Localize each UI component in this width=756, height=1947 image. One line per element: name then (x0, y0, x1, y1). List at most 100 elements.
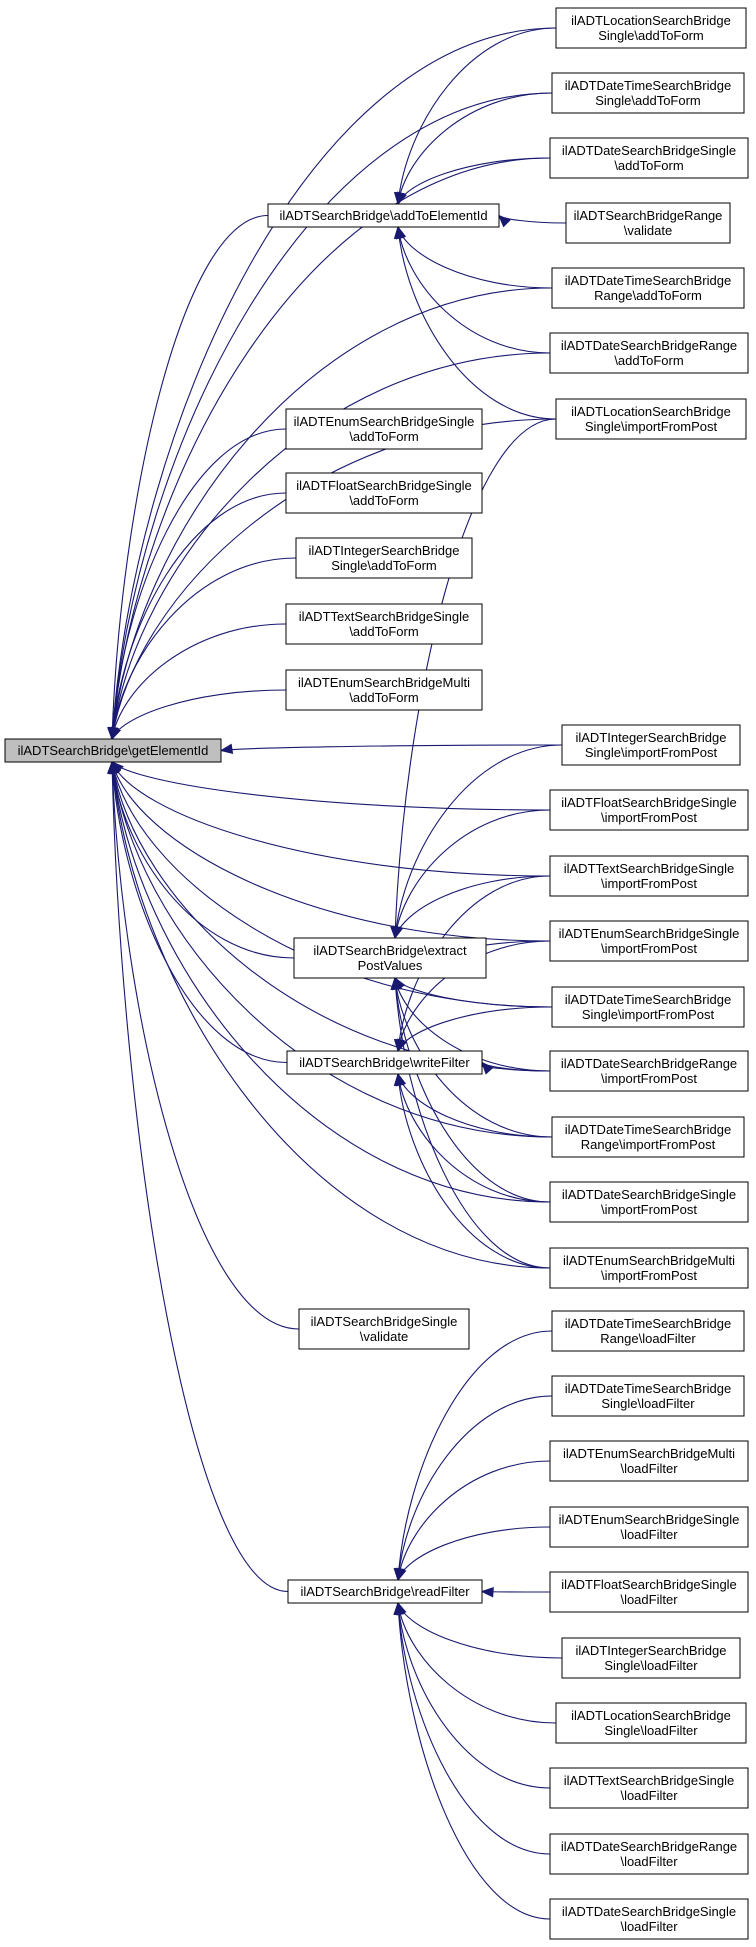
edge-dtRangeImport-to-getElementId (111, 761, 553, 1138)
node-box (549, 789, 749, 831)
node-dtSingleAdd[interactable]: ilADTDateTimeSearchBridgeSingle\addToFor… (551, 72, 745, 114)
node-addToElementId[interactable]: ilADTSearchBridge\addToElementId (267, 203, 500, 228)
node-dSingleLoad[interactable]: ilADTDateSearchBridgeSingle\loadFilter (549, 1898, 749, 1940)
graph-edges (107, 27, 567, 1920)
node-box (549, 137, 749, 179)
node-label: ilADTSearchBridge\readFilter (300, 1584, 470, 1599)
edge-textSingleImport-to-extractPostValues (394, 875, 551, 939)
node-textSingleImport[interactable]: ilADTTextSearchBridgeSingle\importFromPo… (549, 855, 749, 897)
node-box (549, 1833, 749, 1875)
node-label: ilADTDateSearchBridgeRange (561, 1056, 737, 1071)
edge-integerSingleAdd-to-getElementId (111, 557, 297, 740)
node-dtRangeLoad[interactable]: ilADTDateTimeSearchBridgeRange\loadFilte… (551, 1310, 745, 1352)
edge-dSingleLoad-to-readFilter (397, 1602, 551, 1920)
node-label: \addToForm (349, 690, 418, 705)
node-readFilter[interactable]: ilADTSearchBridge\readFilter (287, 1579, 483, 1604)
node-label: \importFromPost (601, 1071, 697, 1086)
node-box (555, 398, 747, 440)
node-textSingleAdd[interactable]: ilADTTextSearchBridgeSingle\addToForm (285, 603, 483, 645)
edge-textSingleAdd-to-getElementId (111, 623, 287, 740)
node-locSingleLoad[interactable]: ilADTLocationSearchBridgeSingle\loadFilt… (555, 1702, 747, 1744)
node-label: Single\addToForm (598, 28, 704, 43)
node-writeFilter[interactable]: ilADTSearchBridge\writeFilter (286, 1050, 483, 1075)
node-enumSingleImport[interactable]: ilADTEnumSearchBridgeSingle\importFromPo… (549, 920, 749, 962)
node-label: \addToForm (349, 493, 418, 508)
node-label: ilADTIntegerSearchBridge (575, 1643, 726, 1658)
edge-floatSingleImport-to-extractPostValues (394, 809, 551, 939)
node-label: \importFromPost (601, 941, 697, 956)
node-enumSingleLoad[interactable]: ilADTEnumSearchBridgeSingle\loadFilter (549, 1506, 749, 1548)
node-box (549, 1247, 749, 1289)
node-dRangeLoad[interactable]: ilADTDateSearchBridgeRange\loadFilter (549, 1833, 749, 1875)
node-rangeValidate[interactable]: ilADTSearchBridgeRange\validate (565, 202, 731, 244)
node-dtRangeImport[interactable]: ilADTDateTimeSearchBridgeRange\importFro… (551, 1116, 745, 1158)
node-dtSingleLoad[interactable]: ilADTDateTimeSearchBridgeSingle\loadFilt… (551, 1375, 745, 1417)
node-box (549, 1571, 749, 1613)
node-box (551, 267, 745, 309)
edge-readFilter-to-getElementId (111, 761, 289, 1593)
node-dRangeAdd[interactable]: ilADTDateSearchBridgeRange\addToForm (549, 332, 749, 374)
node-enumMultiAdd[interactable]: ilADTEnumSearchBridgeMulti\addToForm (285, 669, 483, 711)
edge-dRangeImport-to-getElementId (111, 761, 551, 1072)
edge-textSingleLoad-to-readFilter (397, 1602, 551, 1789)
node-textSingleLoad[interactable]: ilADTTextSearchBridgeSingle\loadFilter (549, 1767, 749, 1809)
node-label: ilADTLocationSearchBridge (571, 1708, 731, 1723)
node-label: ilADTIntegerSearchBridge (308, 543, 459, 558)
node-label: \addToForm (614, 158, 683, 173)
node-enumSingleAdd[interactable]: ilADTEnumSearchBridgeSingle\addToForm (285, 408, 483, 450)
node-dtSingleImport[interactable]: ilADTDateTimeSearchBridgeSingle\importFr… (551, 986, 745, 1028)
node-label: ilADTDateTimeSearchBridge (565, 1316, 731, 1331)
node-label: ilADTIntegerSearchBridge (575, 730, 726, 745)
arrowhead-enumMultiAdd-to-getElementId (111, 726, 122, 741)
node-floatSingleLoad[interactable]: ilADTFloatSearchBridgeSingle\loadFilter (549, 1571, 749, 1613)
arrowhead-enumMultiImport-to-extractPostValues (390, 976, 401, 990)
node-label: PostValues (358, 958, 423, 973)
node-dSingleImport[interactable]: ilADTDateSearchBridgeSingle\importFromPo… (549, 1181, 749, 1223)
node-box (549, 1767, 749, 1809)
node-dSingleAdd[interactable]: ilADTDateSearchBridgeSingle\addToForm (549, 137, 749, 179)
node-label: ilADTSearchBridge\addToElementId (279, 208, 487, 223)
edge-dRangeImport-to-writeFilter (481, 1062, 551, 1072)
edge-dSingleImport-to-extractPostValues (394, 977, 551, 1203)
node-box (551, 1375, 745, 1417)
node-enumMultiLoad[interactable]: ilADTEnumSearchBridgeMulti\loadFilter (549, 1440, 749, 1482)
node-label: Single\importFromPost (582, 1007, 715, 1022)
node-box (293, 937, 487, 979)
node-locSingleAdd[interactable]: ilADTLocationSearchBridgeSingle\addToFor… (555, 7, 747, 49)
node-label: ilADTSearchBridgeSingle (311, 1314, 458, 1329)
node-bridgeSingleValidate[interactable]: ilADTSearchBridgeSingle\validate (298, 1308, 470, 1350)
node-box (549, 1181, 749, 1223)
edge-dtSingleImport-to-writeFilter (397, 1006, 553, 1052)
node-label: \addToForm (349, 624, 418, 639)
node-label: ilADTSearchBridge\getElementId (18, 743, 209, 758)
node-label: ilADTDateSearchBridgeSingle (562, 1187, 736, 1202)
node-label: Single\addToForm (331, 558, 437, 573)
node-label: Range\addToForm (594, 288, 702, 303)
node-floatSingleImport[interactable]: ilADTFloatSearchBridgeSingle\importFromP… (549, 789, 749, 831)
node-intSingleLoad[interactable]: ilADTIntegerSearchBridgeSingle\loadFilte… (561, 1637, 741, 1679)
node-box (549, 1440, 749, 1482)
node-intSingleImport[interactable]: ilADTIntegerSearchBridgeSingle\importFro… (561, 724, 741, 766)
edge-locSingleImport-to-extractPostValues (394, 418, 557, 939)
node-enumMultiImport[interactable]: ilADTEnumSearchBridgeMulti\importFromPos… (549, 1247, 749, 1289)
node-box (549, 332, 749, 374)
arrowhead-intSingleImport-to-getElementId (219, 743, 234, 755)
node-floatSingleAdd[interactable]: ilADTFloatSearchBridgeSingle\addToForm (285, 472, 483, 514)
node-label: ilADTEnumSearchBridgeMulti (563, 1446, 735, 1461)
edge-dRangeAdd-to-getElementId (111, 352, 551, 740)
node-dRangeImport[interactable]: ilADTDateSearchBridgeRange\importFromPos… (549, 1050, 749, 1092)
node-label: \importFromPost (601, 1268, 697, 1283)
node-getElementId[interactable]: ilADTSearchBridge\getElementId (4, 738, 222, 763)
edge-locSingleAdd-to-getElementId (111, 27, 557, 740)
node-locSingleImport[interactable]: ilADTLocationSearchBridgeSingle\importFr… (555, 398, 747, 440)
node-label: Single\addToForm (595, 93, 701, 108)
node-box (285, 603, 483, 645)
node-box (555, 7, 747, 49)
node-label: ilADTDateTimeSearchBridge (565, 273, 731, 288)
node-label: ilADTTextSearchBridgeSingle (564, 861, 735, 876)
node-box (549, 920, 749, 962)
